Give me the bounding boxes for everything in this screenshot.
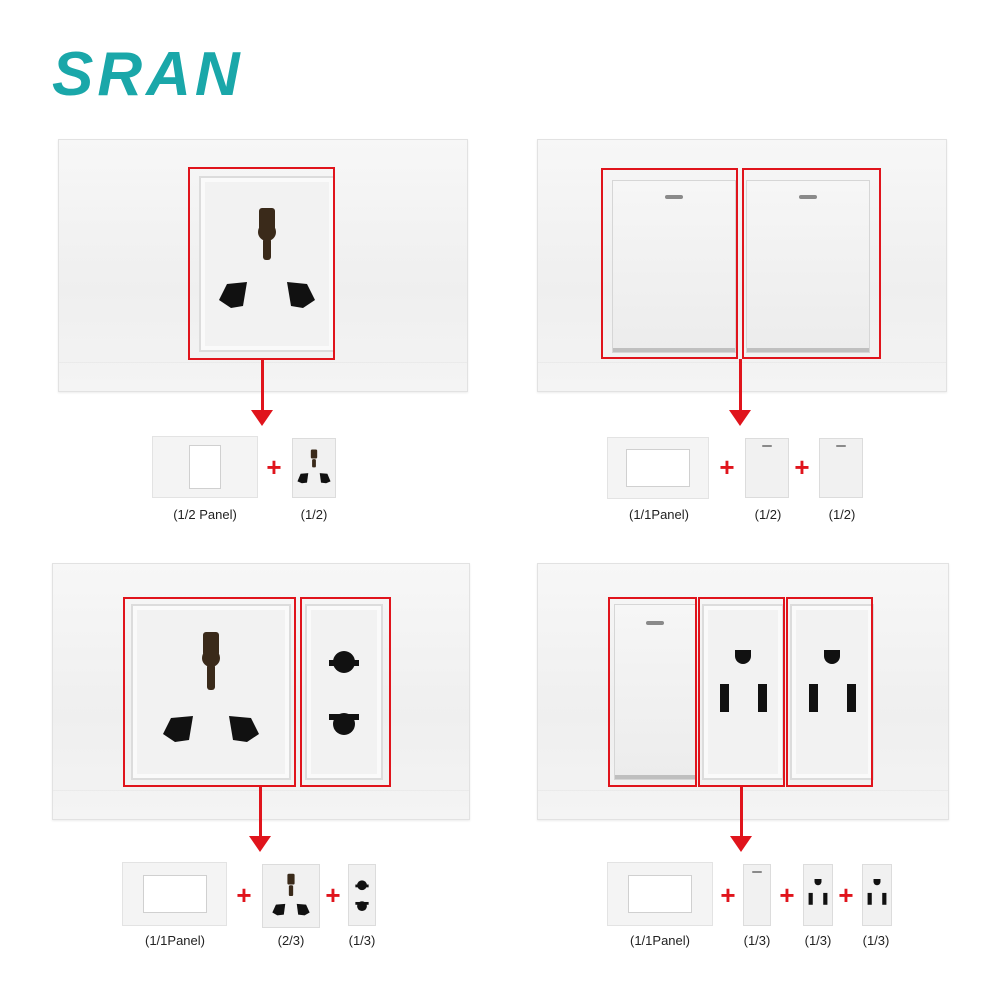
rocker-switch: [614, 604, 696, 780]
full-panel-thumbnail: [607, 862, 713, 926]
highlight-box: [188, 167, 335, 360]
plus-sign: +: [779, 880, 795, 910]
plus-sign: +: [794, 452, 810, 482]
universal-socket-icon: [297, 449, 331, 484]
indicator-light: [665, 195, 683, 199]
universal-socket-thumbnail: [262, 864, 320, 928]
arrow-head: [249, 836, 271, 852]
highlight-box: [601, 168, 738, 359]
rocker-switch-thumbnail: [745, 438, 789, 498]
plus-sign: +: [236, 880, 252, 910]
us-socket-icon: [867, 878, 887, 905]
arrow-line: [739, 359, 742, 412]
arrow-head: [730, 836, 752, 852]
plus-sign: +: [325, 880, 341, 910]
indicator-light: [646, 621, 664, 625]
plus-sign: +: [720, 880, 736, 910]
arrow-line: [261, 360, 264, 412]
half-panel-thumbnail: [152, 436, 258, 498]
caption-module: (1/2): [828, 507, 856, 522]
highlight-box: [123, 597, 296, 787]
caption-full-panel: (1/1Panel): [630, 933, 690, 948]
full-panel-thumbnail: [122, 862, 227, 926]
rocker-switch-icon: [752, 871, 762, 873]
rocker-switch-icon: [836, 445, 846, 447]
panel-universal-socket: [58, 139, 468, 392]
us-socket-thumbnail: [803, 864, 833, 926]
caption-module: (1/3): [804, 933, 832, 948]
us-socket-icon: [808, 878, 828, 905]
universal-socket-module: [131, 604, 291, 780]
plus-sign: +: [719, 452, 735, 482]
rocker-switch-icon: [762, 445, 772, 447]
panel-universal-plus-two-pin: [52, 563, 470, 820]
plus-sign: +: [266, 452, 282, 482]
indicator-light: [799, 195, 817, 199]
rocker-switch-thumbnail: [819, 438, 863, 498]
caption-module: (1/3): [743, 933, 771, 948]
caption-full-panel: (1/1Panel): [145, 933, 205, 948]
arrow-line: [740, 787, 743, 838]
us-socket-module: [702, 604, 784, 780]
two-pin-socket-module: [305, 604, 383, 780]
arrow-line: [259, 787, 262, 838]
rocker-switch-thumbnail: [743, 864, 771, 926]
us-socket-icon: [720, 650, 767, 712]
highlight-box: [742, 168, 881, 359]
us-socket-icon: [809, 650, 856, 712]
caption-module: (2/3): [277, 933, 305, 948]
arrow-head: [251, 410, 273, 426]
brand-logo: SRAN: [52, 40, 244, 109]
panel-switch-plus-us-sockets: [537, 563, 949, 820]
us-socket-thumbnail: [862, 864, 892, 926]
two-pin-socket-icon: [329, 651, 359, 735]
caption-full-panel: (1/1Panel): [629, 507, 689, 522]
highlight-box: [608, 597, 697, 787]
plus-sign: +: [838, 880, 854, 910]
two-pin-socket-icon: [355, 880, 369, 912]
caption-module: (1/2): [300, 507, 328, 522]
highlight-box: [300, 597, 391, 787]
full-panel-thumbnail: [607, 437, 709, 499]
universal-socket-thumbnail: [292, 438, 336, 498]
rocker-switch-left: [612, 180, 736, 353]
universal-socket-module: [199, 176, 335, 352]
highlight-box: [698, 597, 785, 787]
us-socket-module: [790, 604, 874, 780]
arrow-head: [729, 410, 751, 426]
two-pin-socket-thumbnail: [348, 864, 376, 926]
caption-module: (1/3): [862, 933, 890, 948]
caption-half-panel: (1/2 Panel): [173, 507, 237, 522]
universal-socket-icon: [272, 873, 310, 916]
highlight-box: [786, 597, 873, 787]
caption-module: (1/2): [754, 507, 782, 522]
universal-socket-icon: [163, 632, 259, 742]
caption-module: (1/3): [348, 933, 376, 948]
universal-socket-icon: [219, 208, 315, 308]
rocker-switch-right: [746, 180, 870, 353]
